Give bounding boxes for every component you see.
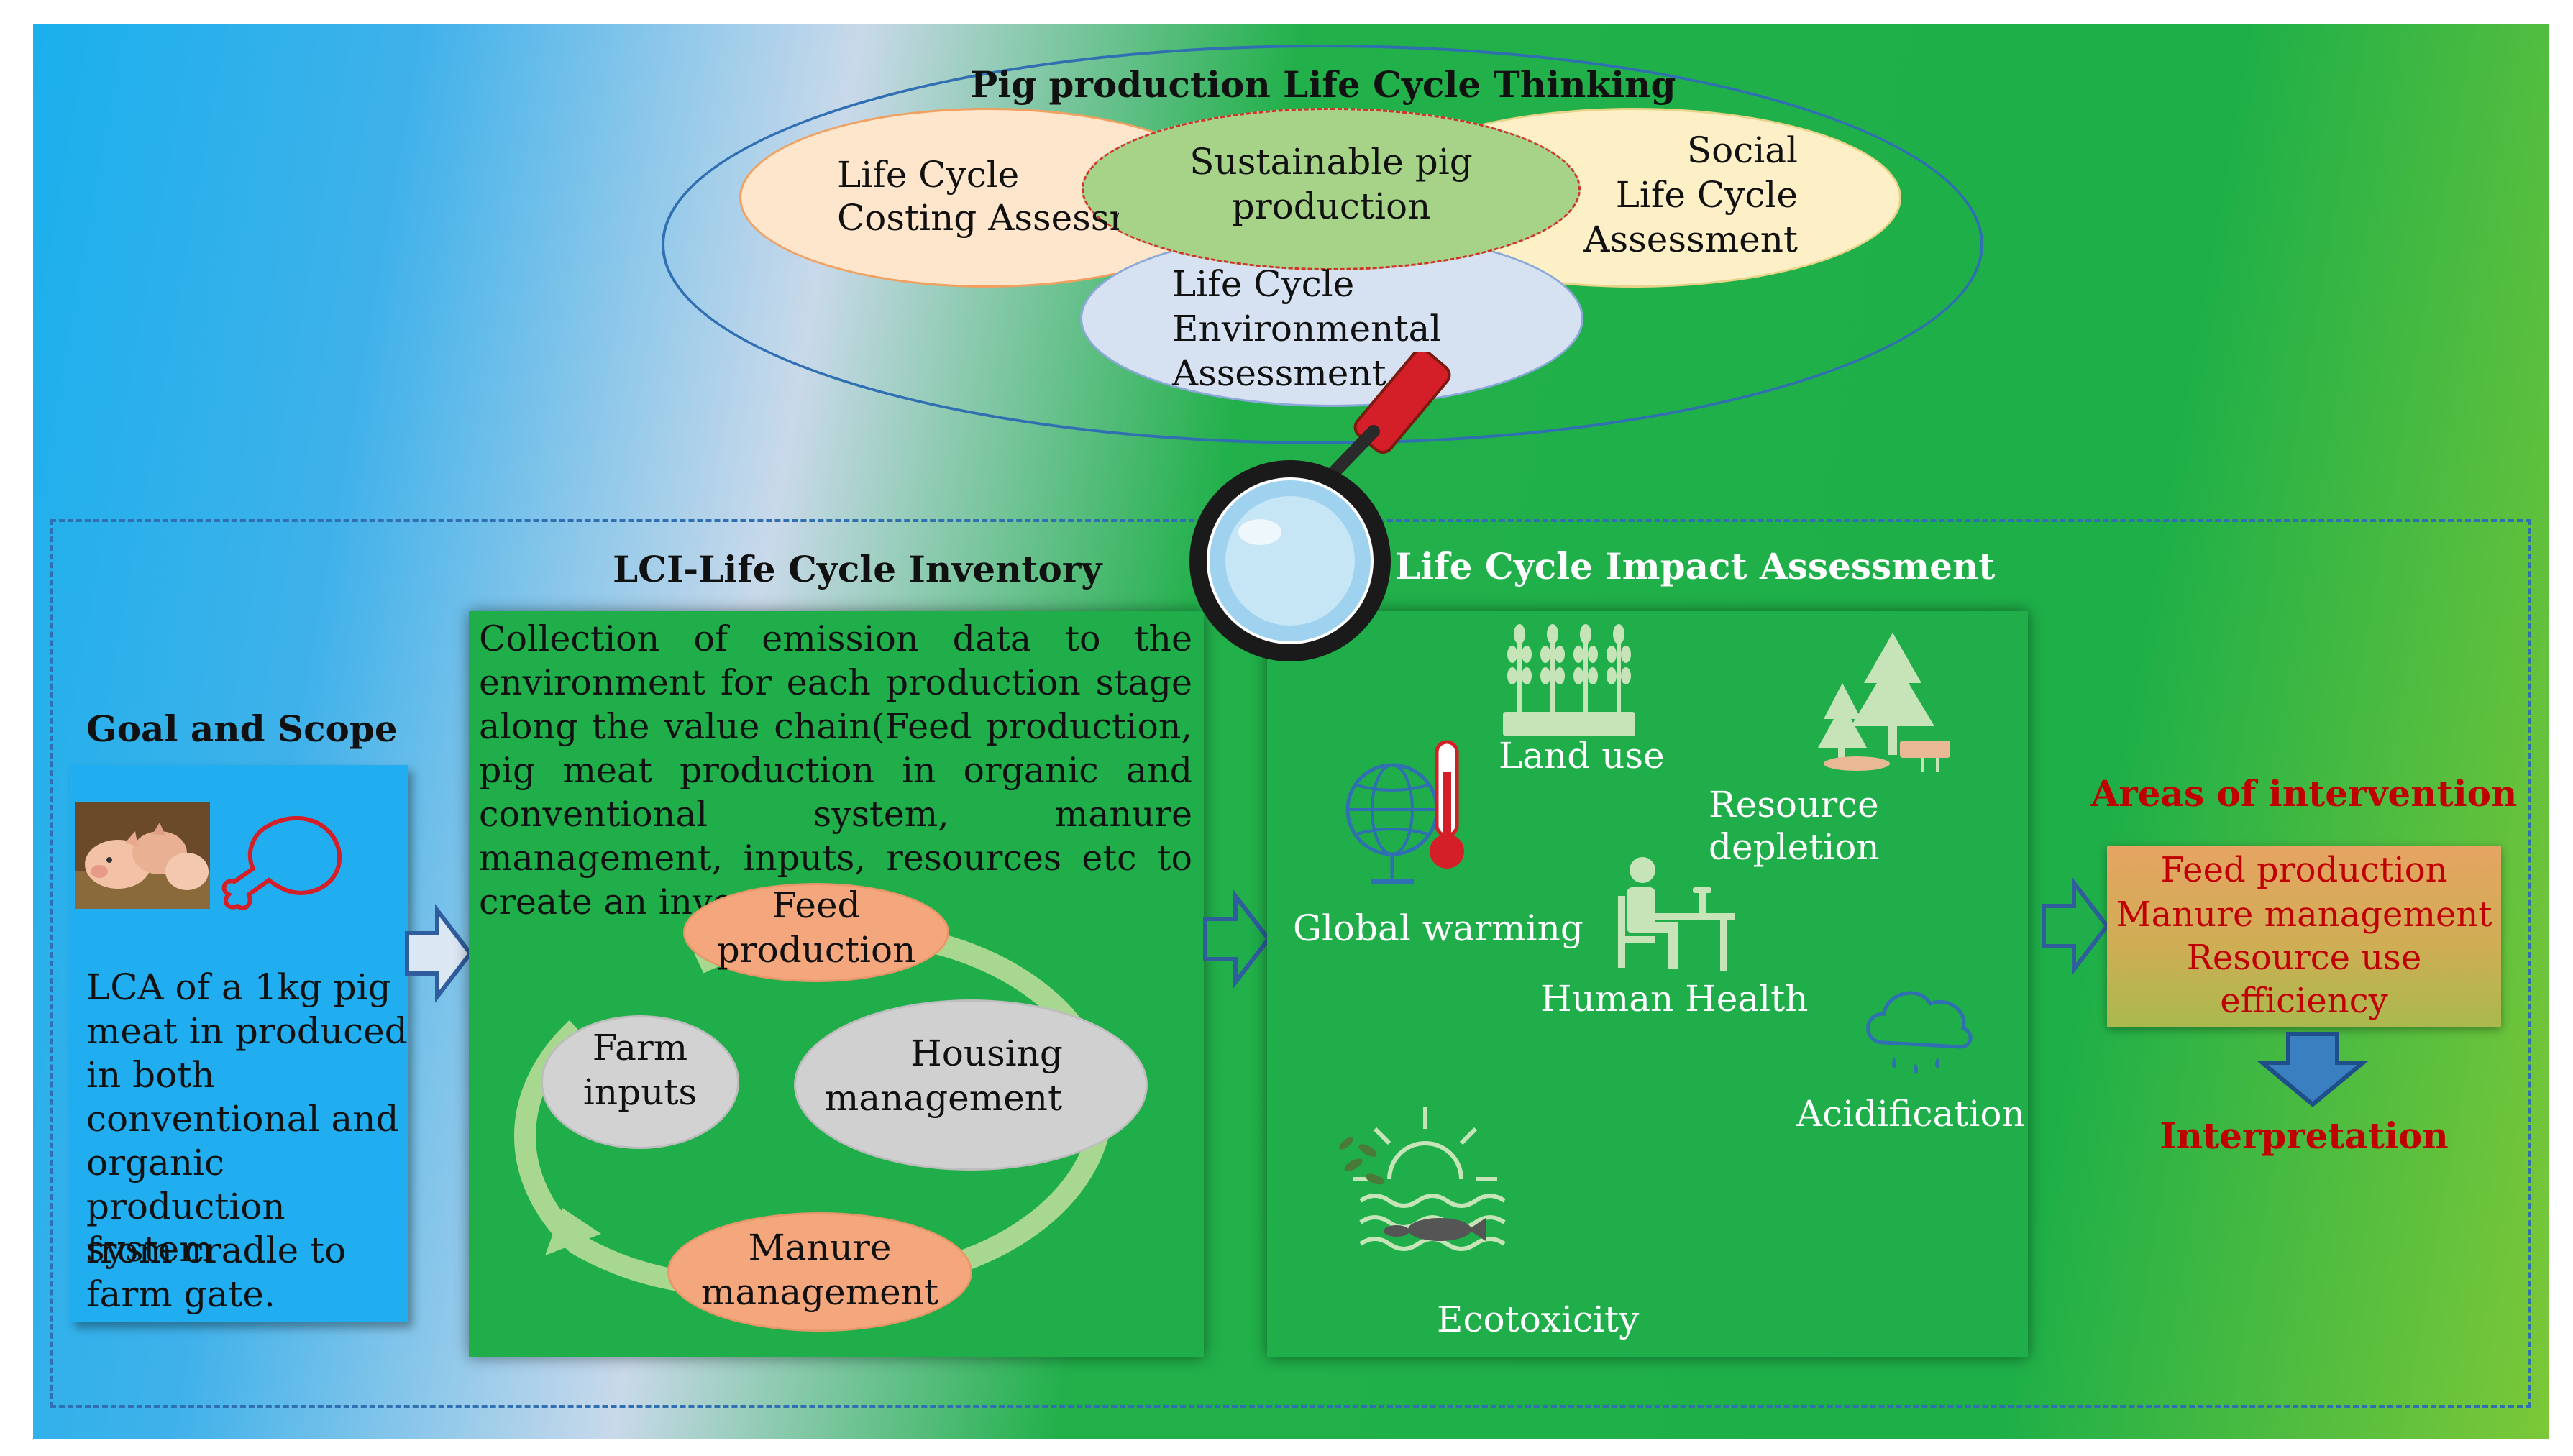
intervention-box: Feed production Manure management Resour…: [2107, 846, 2501, 1027]
intervention-item-2: Manure management: [2116, 894, 2492, 935]
environmental-label-1: Life Cycle: [1172, 263, 1355, 305]
lci-title: LCI-Life Cycle Inventory: [613, 548, 1102, 590]
arrow-right-icon: [2042, 876, 2110, 976]
pig-photo: [75, 802, 210, 909]
acidification-label: Acidification: [1796, 1093, 2025, 1135]
arrow-down-icon: [2256, 1032, 2369, 1107]
manure-label-2: management: [700, 1271, 939, 1313]
housing-label-1: Housing: [910, 1033, 1063, 1074]
environmental-label-2: Environmental: [1172, 308, 1442, 349]
person-desk-icon: [1618, 857, 1735, 971]
farm-label-1: Farm: [592, 1027, 688, 1068]
feed-label-2: production: [716, 929, 916, 971]
costing-label-2: Costing Assessm: [837, 197, 1119, 239]
rain-cloud-icon: [1866, 991, 1973, 1074]
goal-line-1: LCA of a 1kg pig: [86, 966, 391, 1008]
goal-line-3: in both: [86, 1054, 215, 1096]
feed-label-1: Feed: [772, 884, 861, 926]
sun-water-fish-icon: [1339, 1107, 1506, 1251]
thinking-title: Pig production Life Cycle Thinking: [970, 63, 1676, 106]
goal-line-5: organic: [86, 1142, 225, 1183]
resource-depletion-label: Resource depletion: [1709, 784, 1880, 868]
sustainable-ellipse: [1082, 108, 1581, 270]
social-label-2: Life Cycle: [1615, 174, 1798, 216]
wheat-icon: [1503, 624, 1635, 736]
goal-box: LCA of a 1kg pig meat in produced in bot…: [70, 765, 408, 1322]
magnifier-icon: [1189, 352, 1451, 661]
outer-thinking-ellipse: [662, 45, 1983, 444]
goal-line-6: production system: [86, 1186, 285, 1270]
lci-cycle-arrow: [514, 921, 1114, 1298]
manure-label-1: Manure: [748, 1227, 892, 1268]
goal-title: Goal and Scope: [86, 708, 398, 750]
social-label-3: Assessment: [1583, 219, 1798, 260]
global-warming-label: Global warming: [1293, 907, 1583, 949]
arrow-right-icon: [1203, 889, 1271, 989]
lci-description: Collection of emission data to the envir…: [479, 618, 1192, 922]
lcia-title: Life Cycle Impact Assessment: [1395, 545, 1996, 587]
manure-management-node: [667, 1212, 972, 1332]
goal-line-4: conventional and: [86, 1098, 399, 1140]
farm-label-2: inputs: [582, 1071, 698, 1113]
trees-icon: [1818, 633, 1950, 772]
goal-line-2: meat in produced: [86, 1010, 408, 1052]
housing-label-2: management: [824, 1077, 1063, 1119]
environmental-label-3: Assessment: [1172, 352, 1386, 394]
sustainable-label-2: production: [1231, 186, 1431, 227]
globe-thermometer-icon: [1345, 740, 1464, 884]
intervention-item-4: efficiency: [2220, 981, 2388, 1021]
social-label-1: Social: [1686, 129, 1798, 171]
farm-inputs-node: [541, 1015, 739, 1149]
goal-line-8: farm gate.: [86, 1273, 275, 1315]
feed-production-node: [683, 883, 949, 982]
lci-box: Collection of emission data to the envir…: [469, 611, 1204, 1357]
arrow-right-icon: [405, 904, 473, 1003]
costing-label-1: Life Cycle: [837, 154, 1020, 196]
sustainable-label-1: Sustainable pig: [1189, 141, 1473, 183]
intervention-title: Areas of intervention: [2090, 772, 2518, 815]
housing-management-node: [794, 999, 1148, 1171]
interpretation-label: Interpretation: [2160, 1114, 2449, 1157]
drumstick-icon: [221, 815, 342, 910]
human-health-label: Human Health: [1540, 978, 1809, 1020]
ecotoxicity-label: Ecotoxicity: [1437, 1299, 1640, 1340]
lcia-box: Land use Resource depletion Global warmi…: [1267, 611, 2028, 1357]
land-use-label: Land use: [1499, 735, 1665, 777]
intervention-item-3: Resource use: [2186, 938, 2422, 978]
goal-line-7: from cradle to: [86, 1230, 347, 1271]
intervention-item-1: Feed production: [2160, 850, 2448, 890]
